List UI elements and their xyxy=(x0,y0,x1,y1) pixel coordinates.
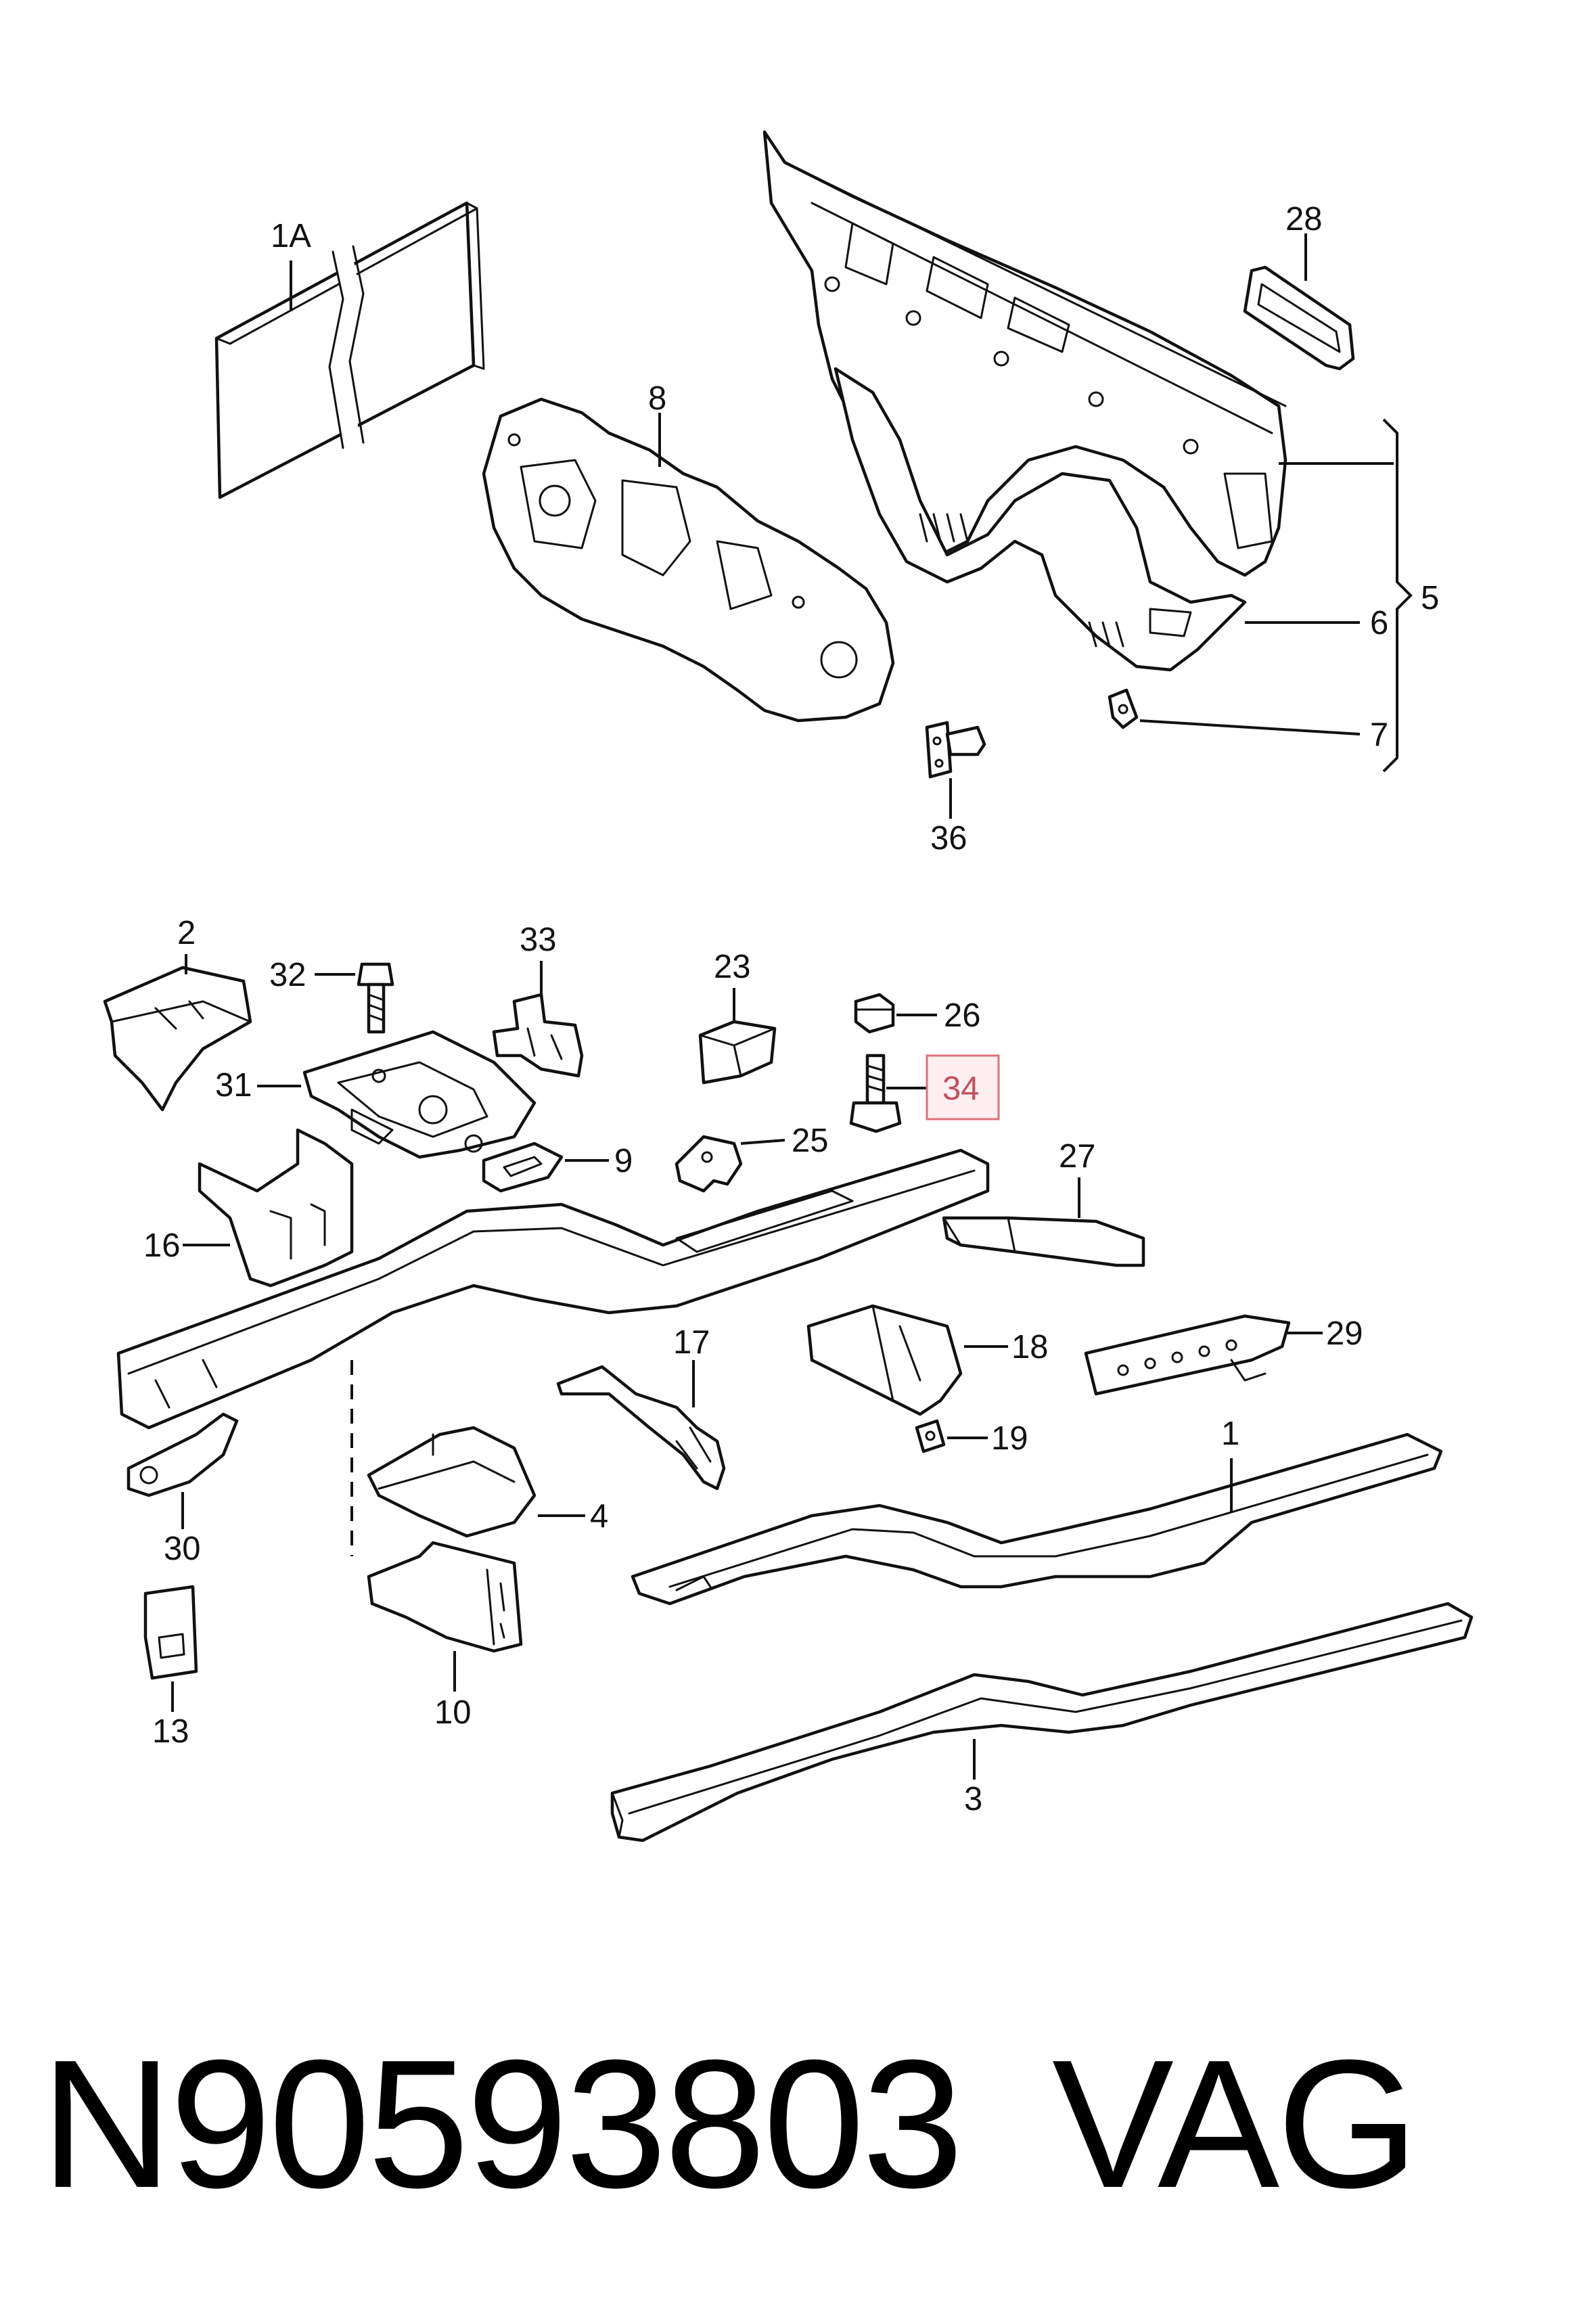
part-33-bracket xyxy=(492,993,584,1078)
callout-16: 16 xyxy=(143,1227,181,1264)
brand-label: VAG xyxy=(1052,2022,1419,2226)
part-10-bracket xyxy=(367,1541,523,1653)
part-25-clip xyxy=(675,1135,743,1193)
callout-26: 26 xyxy=(944,997,981,1034)
callout-4: 4 xyxy=(590,1498,608,1535)
part-1-side-member xyxy=(631,1432,1443,1606)
callout-1: 1 xyxy=(1221,1416,1239,1452)
part-18-bracket xyxy=(806,1304,963,1416)
part-29-strip xyxy=(1084,1314,1291,1396)
part-6-lower-bulkhead xyxy=(834,367,1247,672)
part-23-plate xyxy=(698,1020,777,1085)
callout-19: 19 xyxy=(991,1420,1028,1457)
callout-5: 5 xyxy=(1421,580,1439,616)
callout-9: 9 xyxy=(614,1143,633,1179)
callout-29: 29 xyxy=(1326,1315,1363,1352)
callout-36: 36 xyxy=(930,820,967,857)
part-31-plate xyxy=(302,1030,537,1159)
part-34-bolt xyxy=(849,1054,902,1133)
callout-7: 7 xyxy=(1370,717,1388,753)
callout-23: 23 xyxy=(714,949,751,985)
part-17-bracket xyxy=(556,1365,726,1491)
callout-25: 25 xyxy=(792,1123,829,1159)
highlight-box-34 xyxy=(926,1054,1000,1121)
part-number-label: N90593803 xyxy=(41,2022,963,2226)
callout-33: 33 xyxy=(520,922,557,958)
callout-18: 18 xyxy=(1011,1329,1049,1365)
part-2-bracket xyxy=(103,966,252,1112)
part-9-plate xyxy=(482,1141,564,1193)
part-32-bolt xyxy=(357,962,394,1034)
callout-31: 31 xyxy=(215,1067,252,1104)
part-30-strap xyxy=(127,1412,239,1497)
part-1a-panel xyxy=(214,201,485,499)
part-28-grommet xyxy=(1243,265,1355,371)
part-4-bracket xyxy=(367,1426,537,1538)
callout-32: 32 xyxy=(269,957,306,993)
callout-10: 10 xyxy=(434,1694,472,1731)
part-8-partition xyxy=(482,397,895,723)
callout-1a: 1A xyxy=(271,218,311,254)
callout-6: 6 xyxy=(1370,605,1388,641)
part-36-stud xyxy=(925,721,986,779)
part-3-long-member xyxy=(610,1602,1474,1842)
callout-27: 27 xyxy=(1059,1138,1096,1175)
callout-8: 8 xyxy=(648,380,666,417)
part-26-nut xyxy=(854,993,895,1034)
callout-17: 17 xyxy=(673,1324,710,1361)
part-19-clip xyxy=(915,1419,946,1453)
callout-34[interactable]: 34 xyxy=(942,1070,980,1107)
part-27-reinforcement xyxy=(942,1216,1145,1267)
callout-28: 28 xyxy=(1285,201,1323,238)
part-13-clip xyxy=(143,1585,198,1680)
part-16-bracket xyxy=(198,1128,354,1288)
callout-3: 3 xyxy=(964,1781,982,1817)
part-main-longitudinal xyxy=(116,1148,990,1430)
callout-30: 30 xyxy=(164,1531,201,1567)
callout-2: 2 xyxy=(177,915,196,951)
callout-13: 13 xyxy=(152,1713,189,1750)
part-7-clip xyxy=(1108,688,1139,729)
